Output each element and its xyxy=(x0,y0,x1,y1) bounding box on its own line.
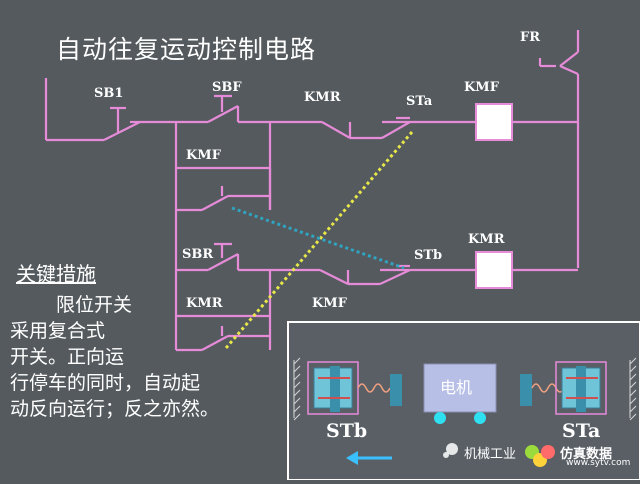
label-kmf-hold: KMF xyxy=(186,148,221,163)
mechanism-panel xyxy=(287,321,640,481)
right-wall-hatch xyxy=(629,357,637,421)
sbr-switch xyxy=(207,242,240,271)
label-fr: FR xyxy=(520,30,541,45)
watermark-logo xyxy=(443,443,555,467)
kmf-nc-contact xyxy=(319,269,350,285)
measures-line-4: 行停车的同时，自动起 xyxy=(10,372,201,394)
kmf-coil xyxy=(475,103,513,141)
kmr-coil xyxy=(475,251,513,289)
label-sbr: SBR xyxy=(182,247,214,262)
label-kmr-hold: KMR xyxy=(186,296,223,311)
measures-heading: 关键措施 xyxy=(16,262,96,286)
kmr-nc-contact xyxy=(321,121,352,139)
measures-line-3: 开关。正向运 xyxy=(10,346,125,368)
sta-switch-upper xyxy=(381,116,411,139)
stb-switch-mid xyxy=(379,264,411,285)
motor-label: 电机 xyxy=(440,378,473,397)
label-kmf-interlock: KMF xyxy=(312,296,347,311)
page-title: 自动往复运动控制电路 xyxy=(56,35,317,64)
sb1-switch xyxy=(103,106,141,141)
watermark-brand: 仿真数据 xyxy=(560,447,613,462)
sbf-switch xyxy=(207,94,240,123)
sta-limit-switch xyxy=(520,361,607,415)
label-sbf: SBF xyxy=(212,80,242,95)
mech-label-stb: STb xyxy=(326,420,368,442)
measures-line-1: 限位开关 xyxy=(56,294,133,316)
motor-wheel-left xyxy=(434,412,446,424)
fr-contact xyxy=(538,30,580,78)
label-sb1: SB1 xyxy=(94,86,124,101)
label-kmf-coil: KMF xyxy=(464,80,499,95)
measures-line-2: 采用复合式 xyxy=(10,320,106,342)
label-kmr-top: KMR xyxy=(304,90,341,105)
measures-line-5: 动反向运行；反之亦然。 xyxy=(10,398,220,420)
label-kmr-coil: KMR xyxy=(468,232,505,247)
circuit-wires xyxy=(44,30,580,352)
direction-arrow xyxy=(346,451,392,465)
motor-cart xyxy=(423,363,497,424)
label-stb-mid: STb xyxy=(414,248,443,263)
kmf-hold-contact xyxy=(201,186,270,211)
label-sta-top: STa xyxy=(406,94,433,109)
stb-limit-switch xyxy=(307,361,402,415)
watermark-text: 机械工业 xyxy=(464,447,517,462)
left-wall-hatch xyxy=(293,357,301,421)
motor-wheel-right xyxy=(474,412,486,424)
watermark-url: www.sytv.com xyxy=(566,458,631,468)
motor-body xyxy=(423,363,497,413)
stb-linkage-dashed xyxy=(231,206,405,270)
sta-linkage-dashed xyxy=(224,131,414,349)
mech-label-sta: STa xyxy=(562,420,601,442)
